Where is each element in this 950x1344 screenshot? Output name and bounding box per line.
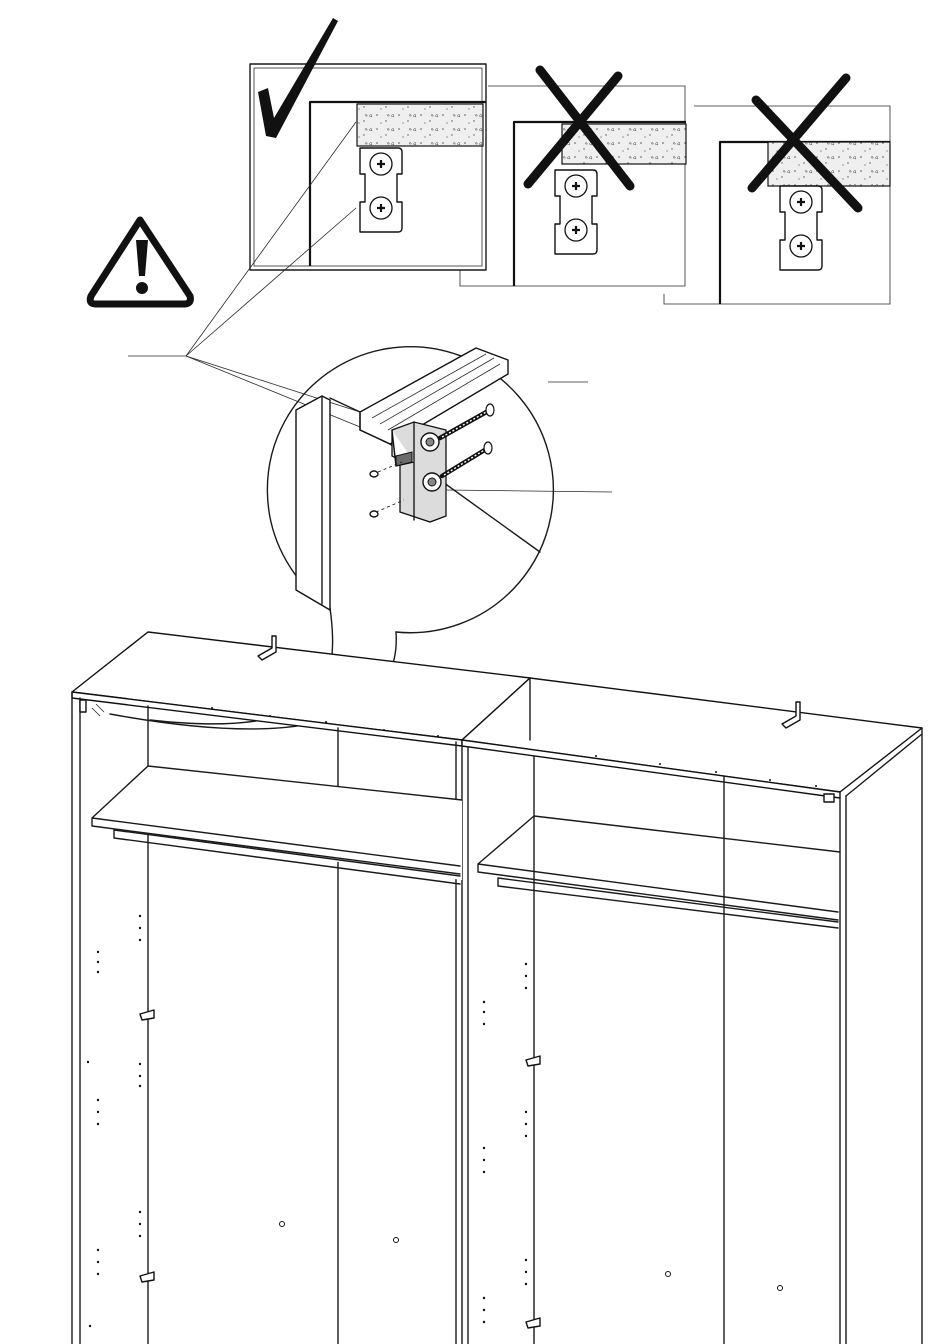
bracket-icon [360,148,402,232]
wardrobe [72,632,922,1344]
bracket-icon [780,186,822,270]
detail-correct [250,18,486,270]
screw-icon [442,442,492,476]
detail-wrong-gap [460,70,686,286]
bracket-icon [555,170,597,254]
check-mark-icon [258,18,338,138]
warning-triangle-icon [90,220,190,304]
detail-wrong-overlap [664,78,890,304]
